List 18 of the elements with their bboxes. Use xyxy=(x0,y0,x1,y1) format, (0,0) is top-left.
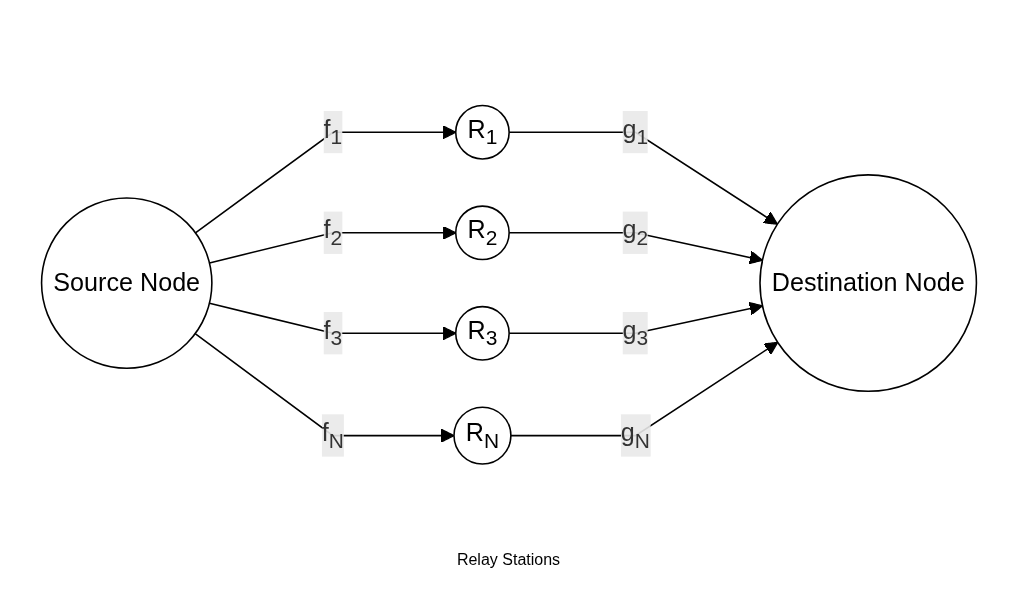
node-circle: R$_{3}$ xyxy=(454,306,510,361)
edge-label: g$_{2}$ xyxy=(622,216,648,250)
edge-label: f$_{2}$ xyxy=(323,216,342,250)
edge-label: f$_{1}$ xyxy=(323,115,342,150)
edge-label: f$_{N}$ xyxy=(321,419,344,453)
node-circle: Destination Node xyxy=(758,174,977,393)
caption-text: Relay Stations xyxy=(456,551,561,568)
node-circle: Source Node xyxy=(40,197,213,370)
arrow xyxy=(194,125,456,234)
edge-label: g$_{3}$ xyxy=(622,316,648,351)
arrow xyxy=(208,226,456,264)
node-circle: R$_{1}$ xyxy=(454,104,510,160)
arrow xyxy=(208,302,456,341)
node-circle: R$_{N}$ xyxy=(452,406,512,466)
edge-label: g$_{1}$ xyxy=(622,115,648,150)
edge-label: f$_{3}$ xyxy=(323,316,342,351)
edge-label: g$_{N}$ xyxy=(620,419,650,453)
node-circle: R$_{2}$ xyxy=(454,205,510,261)
